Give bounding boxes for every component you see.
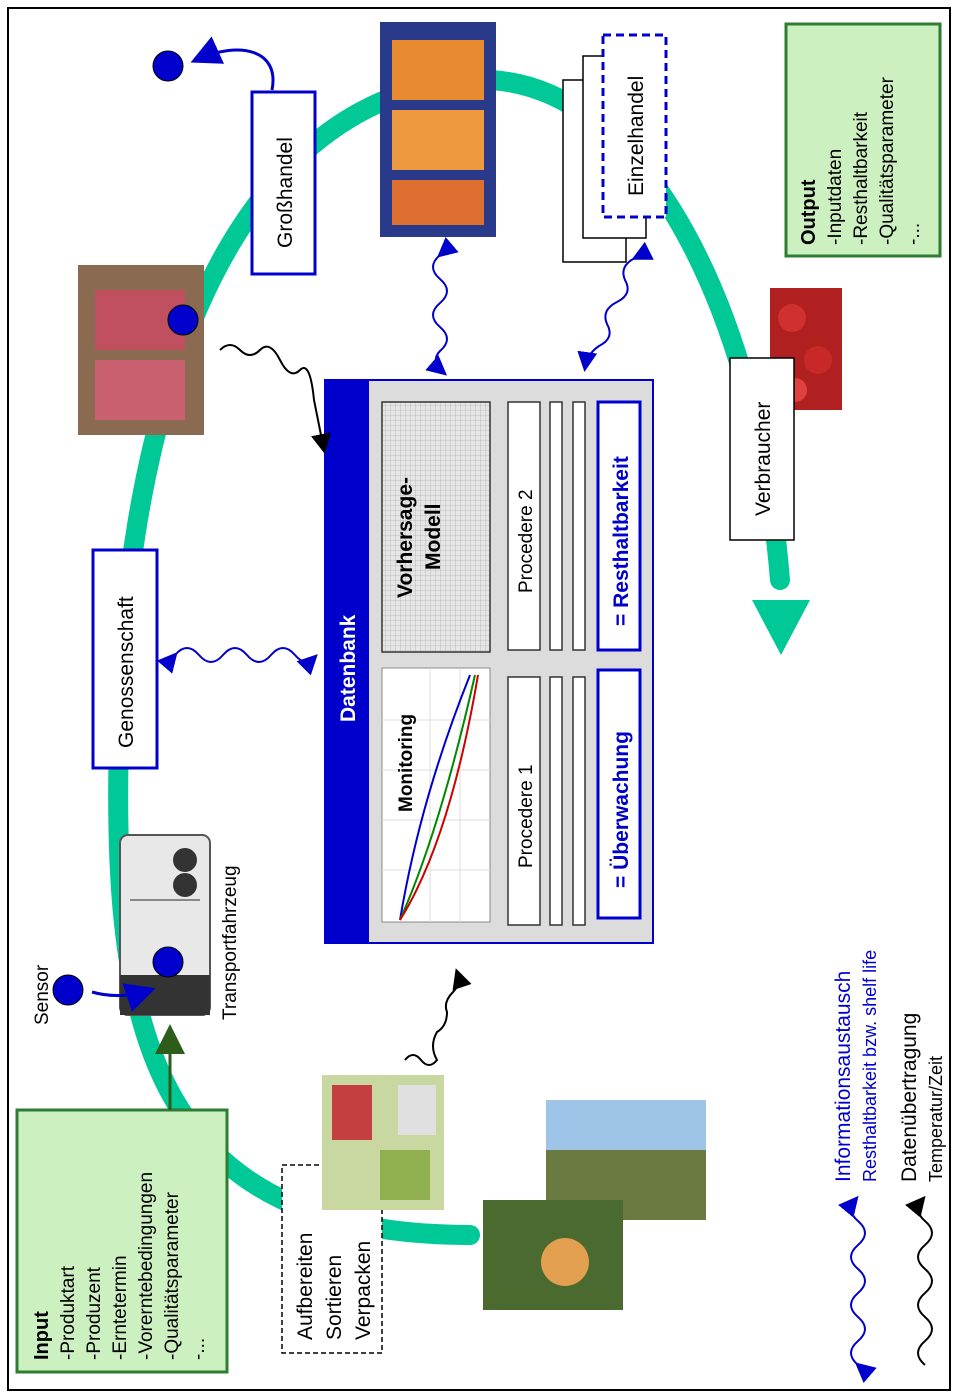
data-transfer-arrow-crates	[219, 344, 331, 454]
crates-sensor-dot	[167, 304, 199, 336]
einzelhandel-label: Einzelhandel	[625, 76, 648, 196]
empty-slot	[572, 401, 586, 651]
input-item: -Produzent	[84, 1266, 105, 1360]
input-item: -Vorerntebedingungen	[136, 1172, 157, 1360]
input-item: -Produktart	[58, 1265, 79, 1360]
monitoring-curve-green	[399, 674, 476, 921]
procedere-2-label: Procedere 2	[516, 489, 537, 593]
loop-arrowhead	[752, 600, 810, 655]
sensor-arrow	[91, 983, 156, 1012]
outer-frame	[7, 7, 951, 1391]
photo-apple-tree	[483, 1100, 706, 1310]
sensor-on-truck-dot	[152, 946, 184, 978]
empty-slot	[549, 401, 563, 651]
ueberwachung-box	[596, 668, 642, 920]
empty-slot	[549, 676, 563, 926]
legend-black-wave	[905, 1195, 933, 1366]
legend-data-sub: Temperatur/Zeit	[926, 1056, 946, 1182]
legend: Informationsaustausch Resthaltbarkeit bz…	[832, 950, 946, 1384]
sensor-dot	[52, 974, 84, 1006]
einzelhandel-stack: Einzelhandel	[562, 33, 668, 263]
database-title: Datenbank	[337, 614, 360, 722]
output-box: Output -Inputdaten -Resthaltbarkeit -Qua…	[784, 22, 942, 258]
genossenschaft-box: Genossenschaft	[91, 548, 159, 770]
grosshandel-label: Großhandel	[274, 137, 297, 248]
info-exchange-arrow-grosshandel	[425, 236, 459, 376]
verpacken-label: Verpacken	[352, 1241, 375, 1340]
data-transfer-arrow-aufbereiten	[404, 968, 472, 1066]
procedere-2-box	[507, 401, 541, 651]
photo-packaging	[322, 1075, 444, 1210]
output-title: Output	[798, 179, 820, 245]
sensor-label: Sensor	[32, 964, 53, 1025]
legend-info-title: Informationsaustausch	[832, 971, 855, 1182]
output-item: -...	[903, 223, 924, 245]
grosshandel-sensor-arrow	[190, 36, 275, 91]
input-item: -Erntetermin	[110, 1255, 131, 1360]
legend-data-title: Datenübertragung	[898, 1013, 921, 1182]
aufbereiten-box: Aufbereiten Sortieren Verpacken	[281, 1164, 383, 1354]
photo-apple-crates	[78, 265, 204, 435]
output-item: -Resthaltbarkeit	[851, 111, 872, 245]
input-item: -...	[188, 1338, 209, 1360]
database-panel: Datenbank Monitoring Vorhersage- Modell …	[324, 379, 654, 944]
monitoring-title: Monitoring	[396, 714, 417, 812]
monitoring-curve-red	[399, 674, 479, 921]
grosshandel-box: Großhandel	[250, 90, 317, 276]
sortieren-label: Sortieren	[323, 1255, 346, 1340]
verbraucher-label: Verbraucher	[752, 402, 775, 516]
info-exchange-arrow-einzelhandel	[577, 241, 654, 372]
input-title: Input	[31, 1311, 53, 1360]
output-item: -Inputdaten	[825, 149, 846, 245]
vorhersage-label-2: Modell	[422, 504, 445, 571]
vorhersage-label-1: Vorhersage-	[394, 477, 417, 598]
grosshandel-sensor-dot	[152, 50, 184, 82]
transport-label: Transportfahrzeug	[220, 865, 241, 1020]
resthaltbarkeit-box	[596, 400, 642, 652]
procedere-1-label: Procedere 1	[516, 764, 537, 868]
truck-illustration	[119, 834, 211, 1016]
input-item: -Qualitätsparameter	[162, 1191, 183, 1360]
legend-blue-wave	[838, 1195, 877, 1384]
empty-slot	[572, 676, 586, 926]
monitoring-curve-blue	[399, 674, 471, 921]
resthaltbarkeit-label: = Resthaltbarkeit	[610, 456, 633, 626]
genossenschaft-label: Genossenschaft	[115, 596, 138, 748]
info-exchange-arrow-genossenschaft	[156, 647, 318, 676]
ueberwachung-label: = Überwachung	[610, 731, 633, 888]
legend-info-sub: Resthaltbarkeit bzw. shelf life	[860, 950, 880, 1182]
aufbereiten-label: Aufbereiten	[294, 1233, 317, 1340]
vorhersage-modell-box	[381, 401, 491, 653]
verbraucher-box: Verbraucher	[729, 357, 795, 541]
input-box: Input -Produktart -Produzent -Erntetermi…	[15, 1108, 229, 1374]
procedere-1-box	[507, 676, 541, 926]
photo-fruit-display	[380, 22, 496, 237]
output-item: -Qualitätsparameter	[877, 76, 898, 245]
